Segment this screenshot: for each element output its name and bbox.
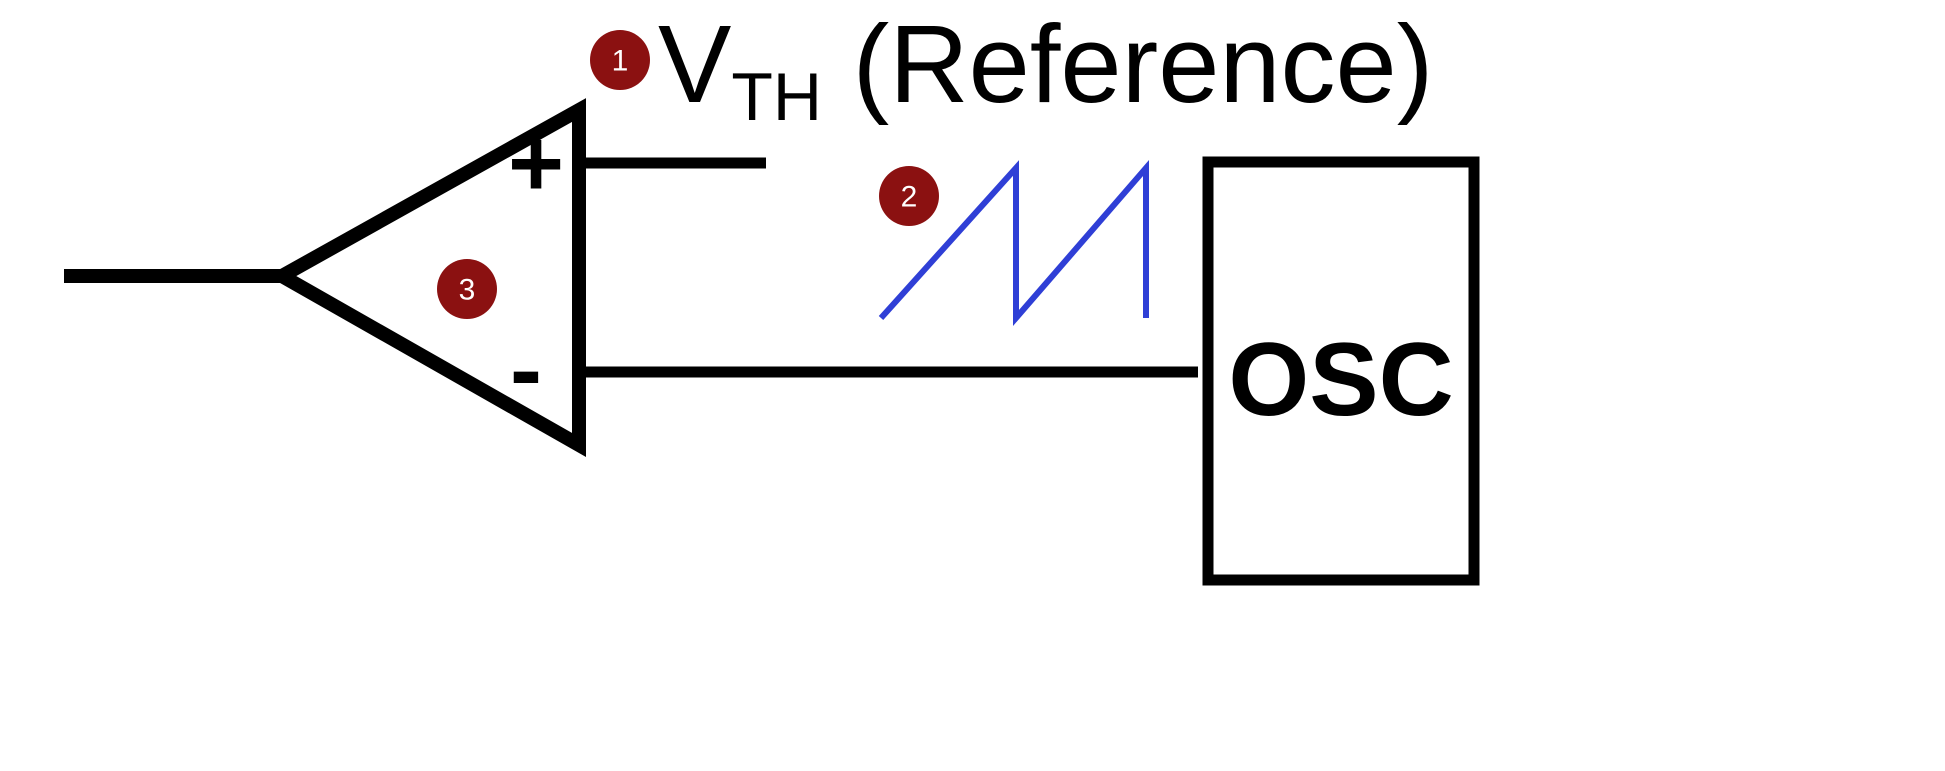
badge-2-number: 2 [901,181,918,214]
reference-subscript: TH [731,59,822,135]
reference-suffix: (Reference) [822,3,1433,126]
comparator-triangle [267,98,586,458]
badge-1-number: 1 [612,45,629,78]
reference-voltage-label: VTH (Reference) [658,3,1433,135]
minus-input-sign: - [510,316,542,423]
badge-3: 3 [437,259,497,319]
badge-2: 2 [879,166,939,226]
oscillator-box [1202,156,1480,586]
oscillator-label: OSC [1228,322,1453,438]
badge-3-number: 3 [459,274,476,307]
sawtooth-waveform [878,159,1149,327]
reference-symbol: V [658,3,731,126]
plus-input-sign: + [508,110,564,217]
badge-1: 1 [590,30,650,90]
